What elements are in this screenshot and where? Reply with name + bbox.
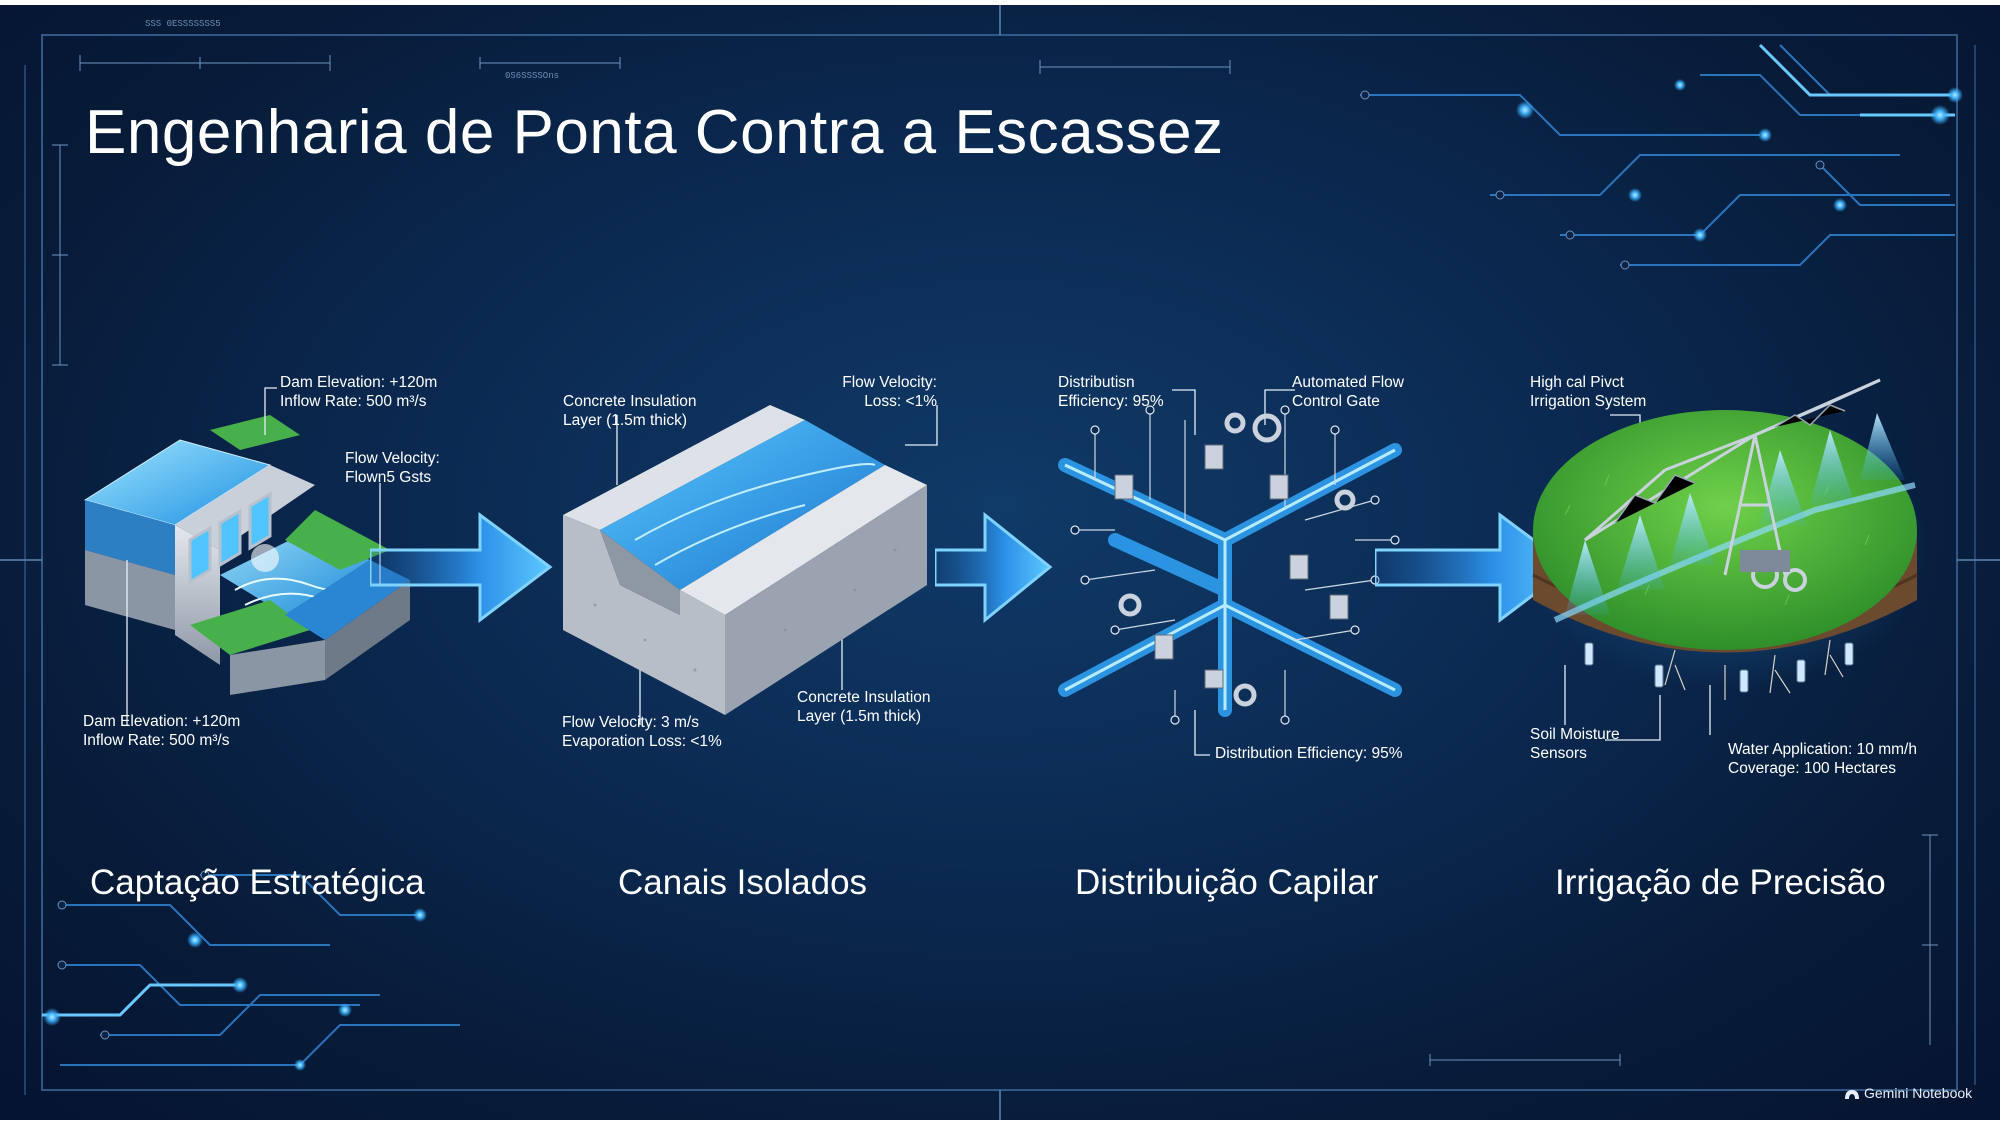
brand-watermark: Gemini Notebook (1844, 1085, 1972, 1101)
callout-flow-velocity-dam: Flow Velocity: Flown5 Gsts (345, 449, 440, 487)
callout-line: Efficiency: 95% (1058, 393, 1164, 410)
canal-icon (563, 405, 927, 715)
callout-flow-loss: Flow Velocity: Loss: <1% (800, 373, 937, 411)
callout-line: Evaporation Loss: <1% (562, 733, 722, 750)
callout-line: High cal Pivct (1530, 374, 1624, 391)
callout-dam-elevation-bottom: Dam Elevation: +120m Inflow Rate: 500 m³… (83, 712, 240, 750)
callout-line: Distribution Efficiency: 95% (1215, 745, 1403, 762)
dam-icon (83, 415, 410, 695)
stage-name-irrigacao: Irrigação de Precisão (1555, 863, 1886, 902)
circuit-background (0, 5, 2000, 1120)
callout-line: Loss: <1% (864, 393, 937, 410)
callout-line: Water Application: 10 mm/h (1728, 741, 1917, 758)
callout-line: Inflow Rate: 500 m³/s (83, 732, 230, 749)
callout-concrete-insulation-top: Concrete Insulation Layer (1.5m thick) (563, 392, 697, 430)
stage-name-distribuicao: Distribuição Capilar (1075, 863, 1379, 902)
callout-line: Layer (1.5m thick) (563, 412, 688, 429)
callout-pivot-system: High cal Pivct Irrigation System (1530, 373, 1646, 411)
callout-line: Dam Elevation: +120m (280, 374, 438, 391)
callout-line: Automated Flow (1292, 374, 1404, 391)
callout-line: Coverage: 100 Hectares (1728, 760, 1897, 777)
gemini-icon (1845, 1090, 1859, 1099)
callout-line: Irrigation System (1530, 393, 1647, 410)
callout-line: Dam Elevation: +120m (83, 713, 241, 730)
callout-water-application: Water Application: 10 mm/h Coverage: 100… (1728, 740, 1917, 778)
callout-line: Flow Velocity: 3 m/s (562, 714, 699, 731)
callout-dam-elevation-top: Dam Elevation: +120m Inflow Rate: 500 m³… (280, 373, 437, 411)
pipe-network-icon (1058, 405, 1402, 725)
page-title: Engenharia de Ponta Contra a Escassez (85, 98, 1224, 167)
callout-line: Distributisn (1058, 374, 1135, 391)
callout-soil-moisture-sensors: Soil Moisture Sensors (1530, 725, 1620, 763)
callout-concrete-insulation-bottom: Concrete Insulation Layer (1.5m thick) (797, 688, 931, 726)
callout-line: Flow Velocity: (842, 374, 937, 391)
callout-line: Flow Velocity: (345, 450, 440, 467)
flow-arrow-1-icon (370, 512, 553, 624)
callout-line: Concrete Insulation (797, 689, 931, 706)
slide: SSS 0ESSSSSSS5 0S6SSSSOns Engenharia de … (0, 5, 2000, 1120)
flow-arrow-2-icon (935, 511, 1053, 624)
stage-name-canais: Canais Isolados (618, 863, 868, 902)
callout-line: Control Gate (1292, 393, 1380, 410)
callout-line: Soil Moisture (1530, 726, 1620, 743)
callout-distribution-efficiency-top: Distributisn Efficiency: 95% (1058, 373, 1164, 411)
stage-name-captacao: Captação Estratégica (90, 863, 425, 902)
callout-automated-flow-gate: Automated Flow Control Gate (1292, 373, 1404, 411)
callout-line: Inflow Rate: 500 m³/s (280, 393, 427, 410)
center-pivot-icon (1525, 378, 1925, 700)
callout-line: Layer (1.5m thick) (797, 708, 922, 725)
callout-line: Flown5 Gsts (345, 469, 432, 486)
callout-line: Concrete Insulation (563, 393, 697, 410)
callout-distribution-efficiency-bottom: Distribution Efficiency: 95% (1215, 744, 1403, 763)
decor-code-top-left: SSS 0ESSSSSSS5 (145, 19, 221, 29)
callout-line: Sensors (1530, 745, 1587, 762)
brand-label: Gemini Notebook (1864, 1085, 1973, 1101)
callout-flow-velocity-canal: Flow Velocity: 3 m/s Evaporation Loss: <… (562, 713, 722, 751)
decor-code-top-center: 0S6SSSSOns (505, 71, 560, 81)
